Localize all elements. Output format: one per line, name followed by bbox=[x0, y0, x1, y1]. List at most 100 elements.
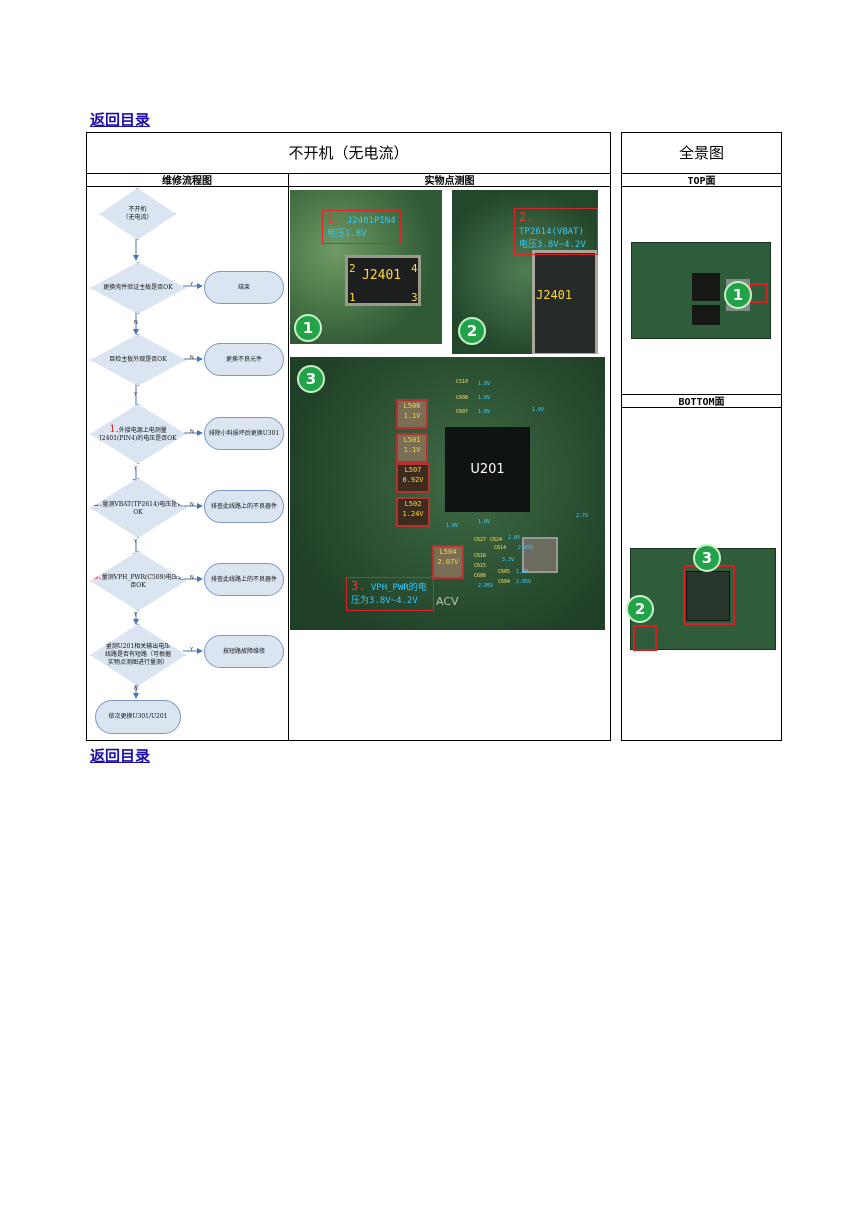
connector-j2401 bbox=[345, 255, 421, 306]
highlight-box bbox=[683, 565, 735, 625]
marker-3: 3 bbox=[297, 365, 325, 393]
flow-decision-6-text: 量测U201相关输出电压线路是否有短路（可根据实物点测图进行量测） bbox=[105, 643, 172, 666]
inductor-value: 1.24V bbox=[402, 510, 424, 518]
marker-2: 2 bbox=[458, 317, 486, 345]
overview-marker-3: 3 bbox=[693, 544, 721, 572]
step-number: 2. bbox=[519, 210, 534, 224]
yes-label: Y bbox=[134, 466, 138, 472]
flow-column-header: 维修流程图 bbox=[162, 176, 212, 187]
flow-decision-5-text: 量测VPH_PWR(C509)电压是否OK bbox=[101, 573, 184, 589]
cap-voltage: 1.8V bbox=[478, 381, 491, 387]
divider bbox=[621, 173, 782, 174]
yes-label: Y bbox=[190, 282, 194, 288]
marker-1: 1 bbox=[294, 314, 322, 342]
cap-voltage: 2.8V bbox=[508, 535, 521, 541]
cap-label: C606 bbox=[474, 573, 487, 579]
annot-label: J2401PIN4 bbox=[346, 216, 396, 226]
board-bottom-view: 3 2 bbox=[626, 544, 776, 651]
acv-marking: ACV bbox=[436, 595, 459, 608]
yes-label: Y bbox=[190, 647, 194, 653]
annot-text: VPH_PWR的电压为3.8V~4.2V bbox=[351, 583, 427, 606]
bottom-side-header: BOTTOM面 bbox=[678, 397, 725, 408]
measure-annotation-3: 3. VPH_PWR的电压为3.8V~4.2V bbox=[346, 577, 434, 611]
cap-voltage: 1.8V bbox=[532, 407, 545, 413]
no-label: N bbox=[190, 429, 194, 435]
pin-label: 1 bbox=[349, 291, 356, 304]
cap-label: C607 bbox=[456, 409, 469, 415]
cap-label: C510 bbox=[456, 379, 469, 385]
annot-value: 电压1.8V bbox=[327, 229, 367, 239]
annot-label: TP2614(VBAT) bbox=[519, 227, 585, 237]
main-table bbox=[86, 132, 611, 741]
cap-voltage: 1.8V bbox=[516, 569, 529, 575]
yes-label: Y bbox=[134, 539, 138, 545]
flow-action-4-text: 排查此线路上的不良器件 bbox=[210, 502, 277, 510]
cap-voltage: 1.8V bbox=[478, 519, 491, 525]
connector-label: J2401 bbox=[536, 288, 573, 302]
top-side-header: TOP面 bbox=[687, 176, 716, 187]
large-inductor bbox=[522, 537, 558, 573]
flow-step-1-number: 1. bbox=[109, 423, 119, 435]
no-label: N bbox=[134, 320, 138, 326]
cap-voltage: 1.8V bbox=[478, 409, 491, 415]
page-title: 不开机（无电流） bbox=[288, 144, 409, 162]
no-label: N bbox=[190, 355, 194, 361]
cap-label: C605 bbox=[498, 569, 511, 575]
annot-value: 电压3.8V~4.2V bbox=[519, 240, 586, 250]
chip bbox=[692, 273, 720, 301]
cap-label: C616 bbox=[474, 553, 487, 559]
highlight-box bbox=[750, 283, 768, 303]
flow-action-6: 按短路故障维修 bbox=[204, 635, 284, 668]
flow-action-3: 排除小料损坏后更换U301 bbox=[204, 417, 284, 450]
chip bbox=[692, 305, 720, 325]
divider bbox=[621, 186, 782, 187]
divider bbox=[288, 173, 289, 741]
yes-label: Y bbox=[134, 612, 138, 618]
back-to-contents-link-top[interactable]: 返回目录 bbox=[90, 111, 151, 129]
no-label: N bbox=[134, 686, 138, 692]
inductor-name: L504 bbox=[439, 548, 457, 556]
flow-end-node: 依次更换U301/U201 bbox=[95, 700, 181, 734]
cap-voltage: 1.8V bbox=[478, 395, 491, 401]
cap-label: C615 bbox=[474, 563, 487, 569]
flow-action-2: 更换不良元件 bbox=[204, 343, 284, 376]
cap-label: C614 bbox=[494, 545, 507, 551]
flow-decision-3-text: 外接电源上电测量J2401(PIN4)的电压是否OK bbox=[99, 426, 177, 442]
flow-action-1-text: 结束 bbox=[237, 283, 250, 291]
connector-label: J2401 bbox=[362, 268, 402, 283]
board-top-view: 1 bbox=[631, 242, 771, 339]
back-to-contents-link-bottom[interactable]: 返回目录 bbox=[90, 747, 151, 765]
cap-voltage: 2.95V bbox=[518, 545, 534, 551]
flow-decision-4-text: 量测VBAT(TP2614)电压是否OK bbox=[102, 500, 184, 516]
flowchart-connectors bbox=[133, 238, 203, 699]
flow-action-1: 结束 bbox=[204, 271, 284, 304]
photo-column-header: 实物点测图 bbox=[424, 176, 475, 187]
flow-action-4: 排查此线路上的不良器件 bbox=[204, 490, 284, 523]
photo-tp2614: J2401 2. TP2614(VBAT) 电压3.8V~4.2V 2 bbox=[452, 190, 598, 354]
pin-label: 4 bbox=[411, 262, 418, 275]
step-number: 3. bbox=[351, 579, 366, 593]
cap-voltage: 2.7V bbox=[576, 513, 589, 519]
cap-voltage: 1.8V bbox=[446, 523, 459, 529]
highlight-box bbox=[633, 625, 657, 651]
overview-marker-1: 1 bbox=[724, 281, 752, 309]
flow-decision-2-text: 目检主板外观是否OK bbox=[109, 356, 167, 363]
inductor-l507: L507 0.92V bbox=[396, 463, 430, 493]
inductor-name: L506 bbox=[403, 402, 421, 410]
overview-table bbox=[621, 132, 782, 741]
flow-action-2-text: 更换不良元件 bbox=[225, 355, 262, 363]
flow-action-3-text: 排除小料损坏后更换U301 bbox=[208, 429, 280, 437]
cap-label: C627 bbox=[474, 537, 487, 543]
divider bbox=[86, 186, 611, 187]
inductor-value: 0.92V bbox=[402, 476, 424, 484]
cap-label: C608 bbox=[456, 395, 469, 401]
pin-label: 2 bbox=[349, 262, 356, 275]
flow-action-6-text: 按短路故障维修 bbox=[222, 647, 265, 655]
inductor-name: L507 bbox=[404, 466, 422, 474]
